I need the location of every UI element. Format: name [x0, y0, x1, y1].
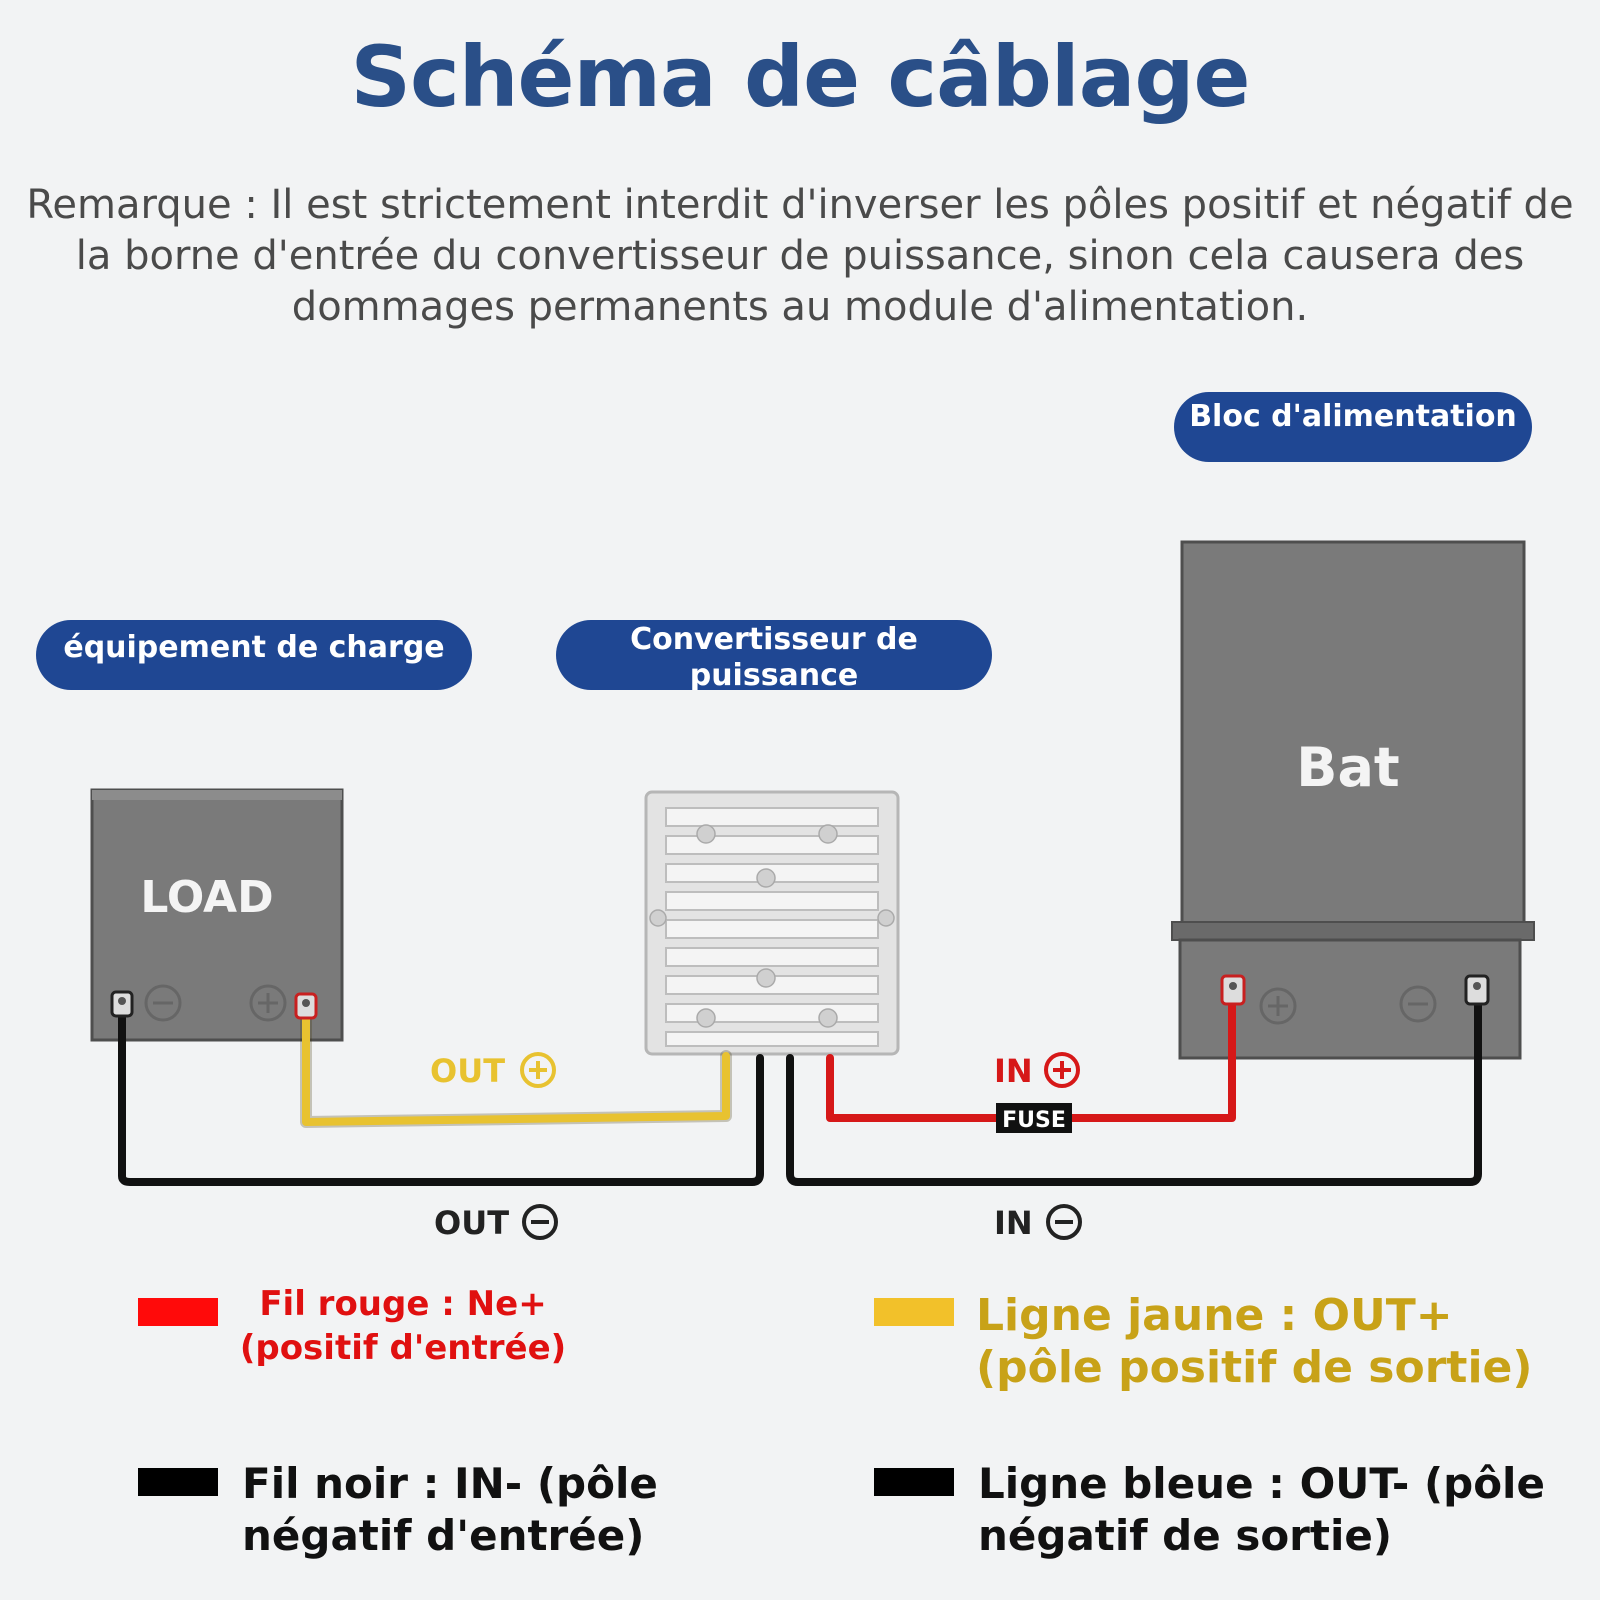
legend-swatch-yellow: [874, 1298, 954, 1326]
black-wire-out-minus: [118, 1004, 764, 1186]
label-power-supply: Bloc d'alimentation: [1174, 392, 1532, 462]
warning-note: Remarque : Il est strictement interdit d…: [26, 182, 1574, 330]
terminal-lugs: [110, 974, 1490, 1020]
label-power-converter: Convertisseur de puissance: [556, 620, 992, 690]
yellow-wire-out-plus: [302, 1006, 730, 1126]
legend-swatch-red: [138, 1298, 218, 1326]
fuse-label: FUSE: [1002, 1108, 1066, 1133]
in-plus-label: IN: [994, 1052, 1033, 1090]
legend-black: Fil noir : IN- (pôle négatif d'entrée): [242, 1459, 658, 1560]
minus-icon: [1046, 1204, 1082, 1240]
legend-red: Fil rouge : Ne+ (positif d'entrée): [239, 1284, 567, 1368]
label-charge-equipment: équipement de charge: [36, 620, 472, 690]
terminal-labels: OUT OUT IN IN: [430, 1052, 1082, 1242]
fuse: FUSE: [996, 1103, 1072, 1133]
plus-icon: [1044, 1052, 1080, 1088]
load-label: LOAD: [140, 872, 273, 923]
plus-icon: [520, 1052, 556, 1088]
legend-yellow: Ligne jaune : OUT+ (pôle positif de sort…: [976, 1290, 1533, 1393]
battery-device: Bat: [1171, 540, 1535, 1060]
in-minus-label: IN: [994, 1204, 1033, 1242]
minus-icon: [522, 1204, 558, 1240]
converter-device: [644, 790, 900, 1056]
legend-swatch-black: [138, 1468, 218, 1496]
out-minus-label: OUT: [434, 1204, 509, 1242]
battery-label: Bat: [1296, 736, 1399, 799]
out-plus-label: OUT: [430, 1052, 505, 1090]
load-device: LOAD: [90, 788, 344, 1042]
black-wire-in-minus: [786, 996, 1482, 1186]
legend-blue: Ligne bleue : OUT- (pôle négatif de sort…: [978, 1459, 1545, 1560]
page-title: Schéma de câblage: [350, 28, 1250, 126]
legend-swatch-blue: [874, 1468, 954, 1496]
wires: [118, 996, 1482, 1186]
